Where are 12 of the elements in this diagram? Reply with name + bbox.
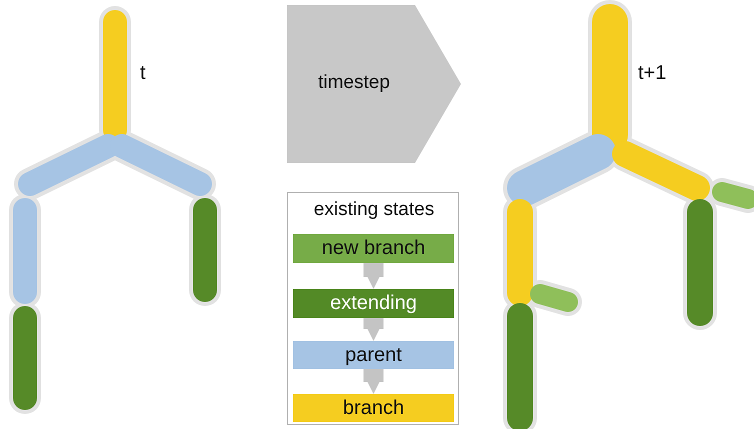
time-label: t+1 <box>638 62 666 85</box>
chevron-arrow <box>364 369 384 394</box>
state-bar: new branch <box>293 234 454 263</box>
legend-heading: existing states <box>312 199 436 221</box>
state-bar: extending <box>293 289 454 318</box>
state-bar: parent <box>293 341 454 369</box>
legend-panel <box>287 192 459 425</box>
state-bar: branch <box>293 394 454 422</box>
time-label: t <box>140 62 146 85</box>
arrow-label: timestep <box>317 72 391 94</box>
chevron-arrow <box>364 318 384 341</box>
chevron-arrow <box>364 263 384 289</box>
